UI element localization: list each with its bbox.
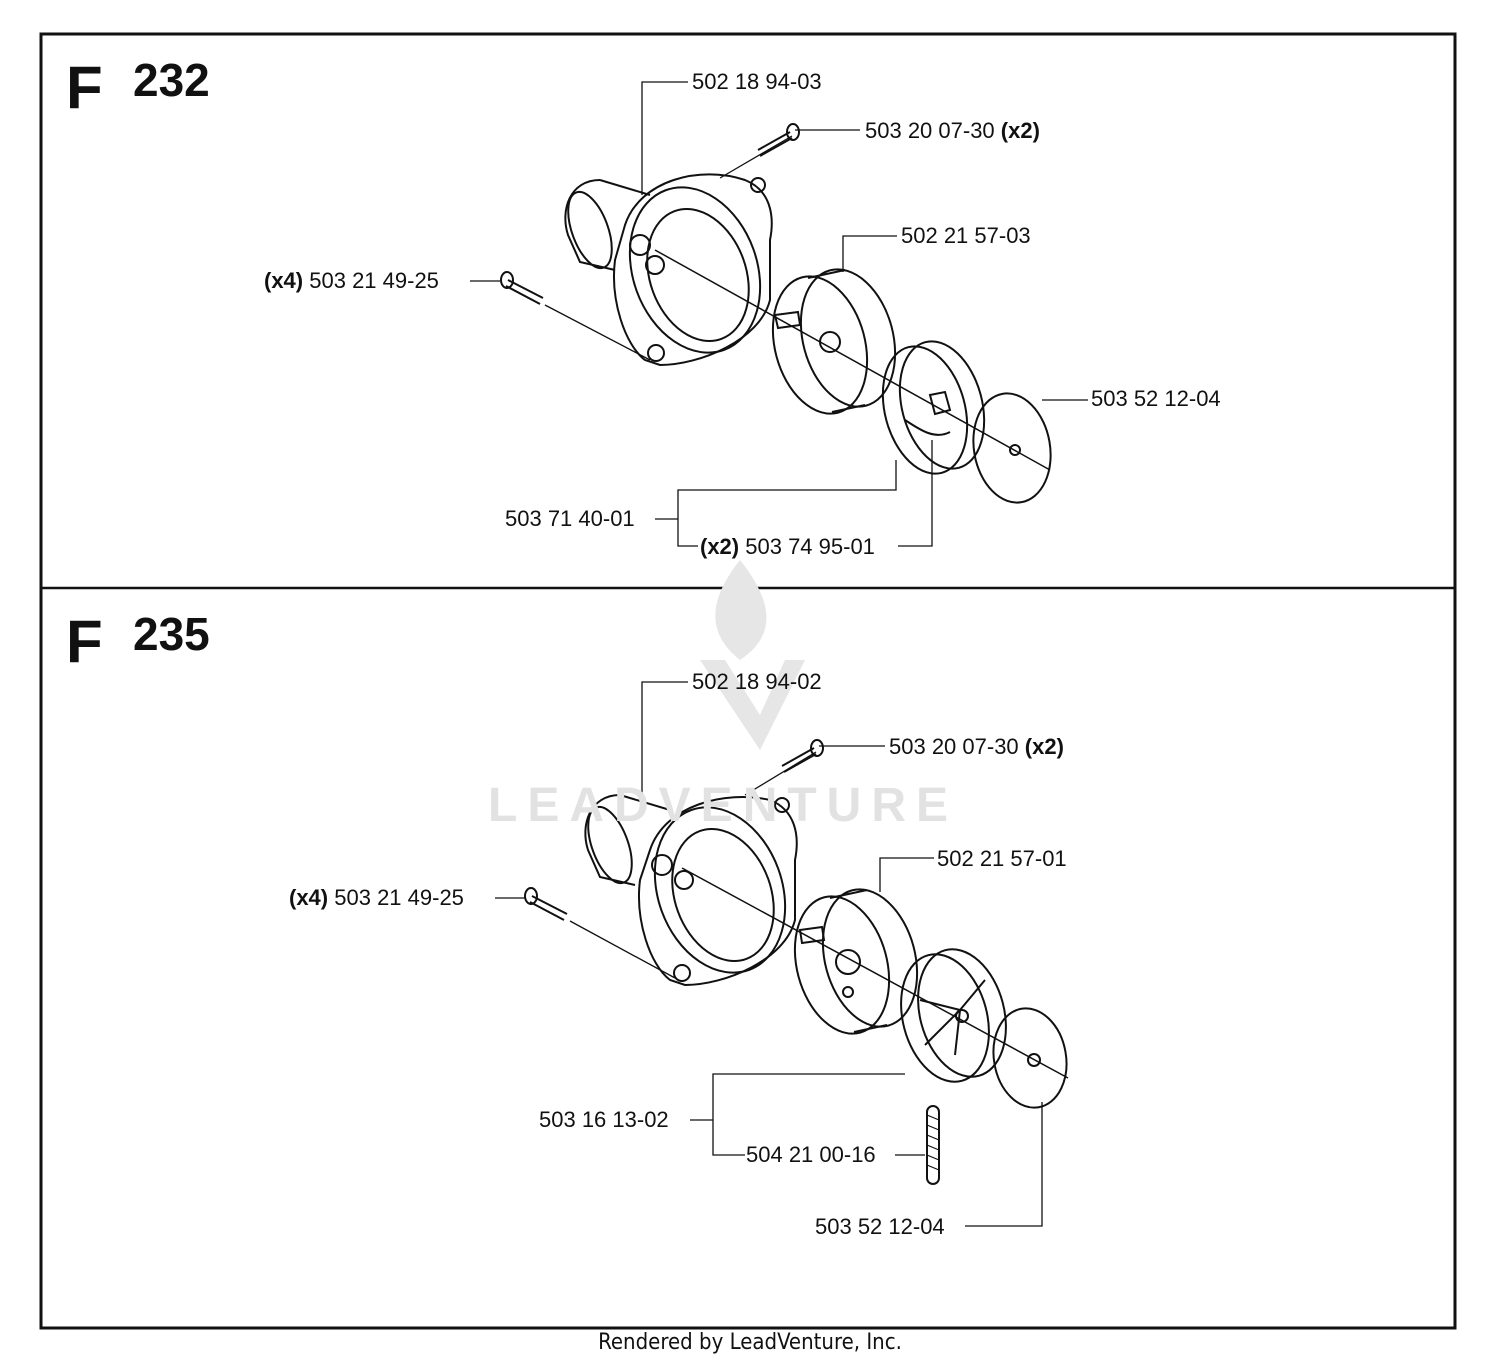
part-label-drum-235: 502 21 57-01 [937, 846, 1067, 871]
diagram-border [39, 32, 1457, 1330]
screw-side-232 [500, 271, 544, 305]
clutch-235 [900, 948, 1007, 1083]
part-label-clutch-235: 503 16 13-02 [539, 1107, 669, 1132]
housing-232 [564, 173, 773, 367]
screw-top-235 [781, 739, 824, 773]
section-number-235: 235 [133, 608, 210, 660]
part-label-screw-top-235: 503 20 07-30 (x2) [889, 734, 1064, 759]
part-label-screw-side-235: (x4) 503 21 49-25 [289, 885, 464, 910]
footer-credit: Rendered by LeadVenture, Inc. [598, 1330, 902, 1355]
drum-232 [771, 268, 897, 415]
spring-235 [926, 1105, 940, 1185]
housing-235 [584, 794, 798, 987]
part-label-housing-232: 502 18 94-03 [692, 69, 822, 94]
section-235-drawing [495, 681, 1069, 1227]
section-number-232: 232 [133, 54, 210, 106]
drum-235 [793, 888, 919, 1035]
part-label-spring-232: (x2) 503 74 95-01 [700, 534, 875, 559]
watermark-logo [700, 560, 805, 750]
part-label-washer-235: 503 52 12-04 [815, 1214, 945, 1239]
part-label-washer-232: 503 52 12-04 [1091, 386, 1221, 411]
section-232-drawing [470, 81, 1088, 547]
screw-top-232 [757, 123, 800, 157]
part-label-drum-232: 502 21 57-03 [901, 223, 1031, 248]
washer-232 [972, 392, 1052, 504]
clutch-232 [881, 340, 986, 475]
section-letter-232: F [66, 54, 103, 121]
part-label-clutch-232: 503 71 40-01 [505, 506, 635, 531]
part-label-spring-235: 504 21 00-16 [746, 1142, 876, 1167]
part-label-housing-235: 502 18 94-02 [692, 669, 822, 694]
part-label-screw-side-232: (x4) 503 21 49-25 [264, 268, 439, 293]
screw-side-235 [524, 887, 568, 921]
part-label-screw-top-232: 503 20 07-30 (x2) [865, 118, 1040, 143]
watermark-text: LEADVENTURE [488, 779, 959, 832]
section-letter-235: F [66, 608, 103, 675]
washer-235 [992, 1007, 1068, 1109]
